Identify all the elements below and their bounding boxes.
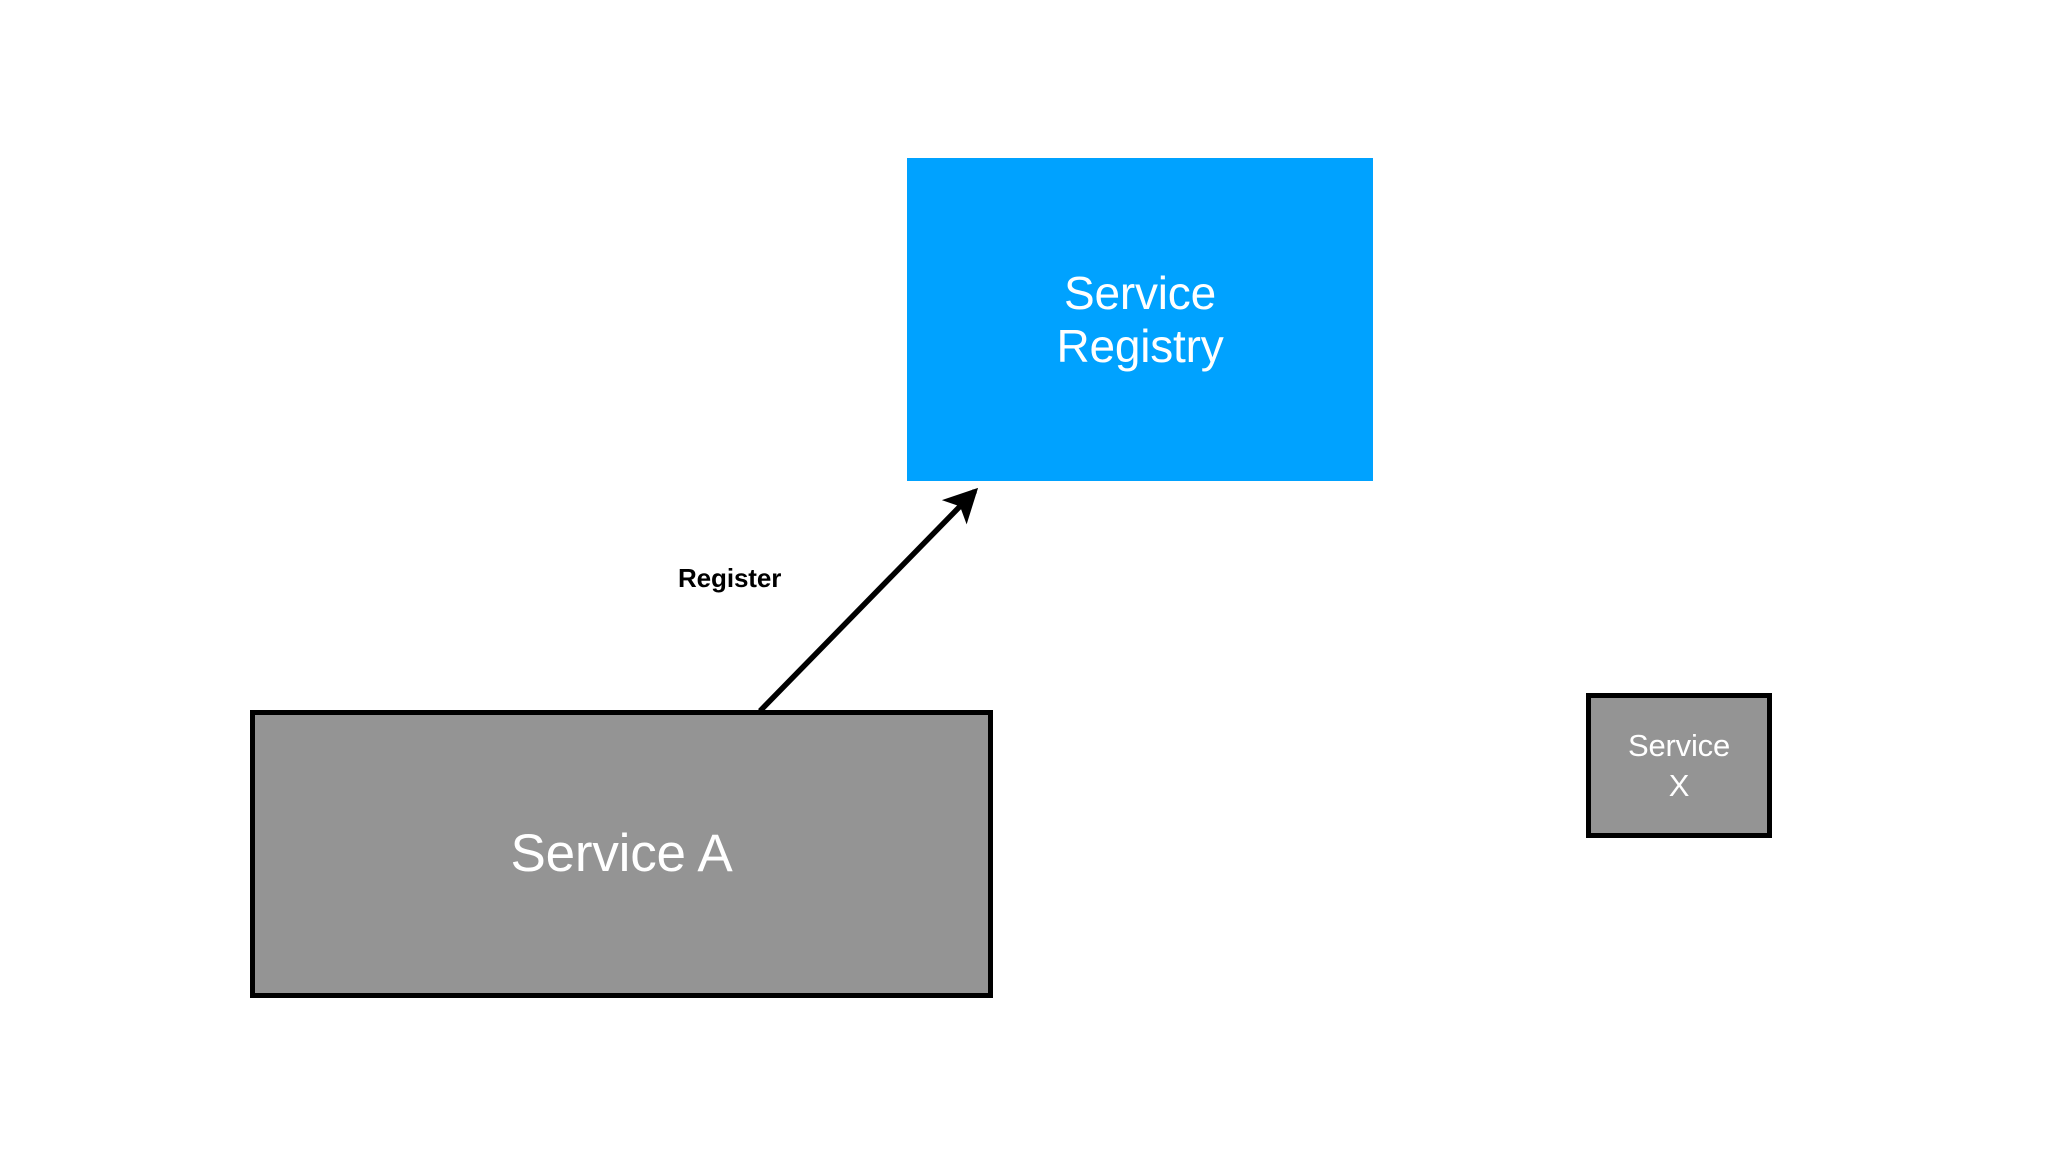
register-arrow [758,487,979,713]
node-service-x[interactable]: Service X [1586,693,1772,838]
node-service-a[interactable]: Service A [250,710,993,998]
edge-label-register: Register [678,563,782,593]
node-service-registry[interactable]: Service Registry [907,158,1373,481]
